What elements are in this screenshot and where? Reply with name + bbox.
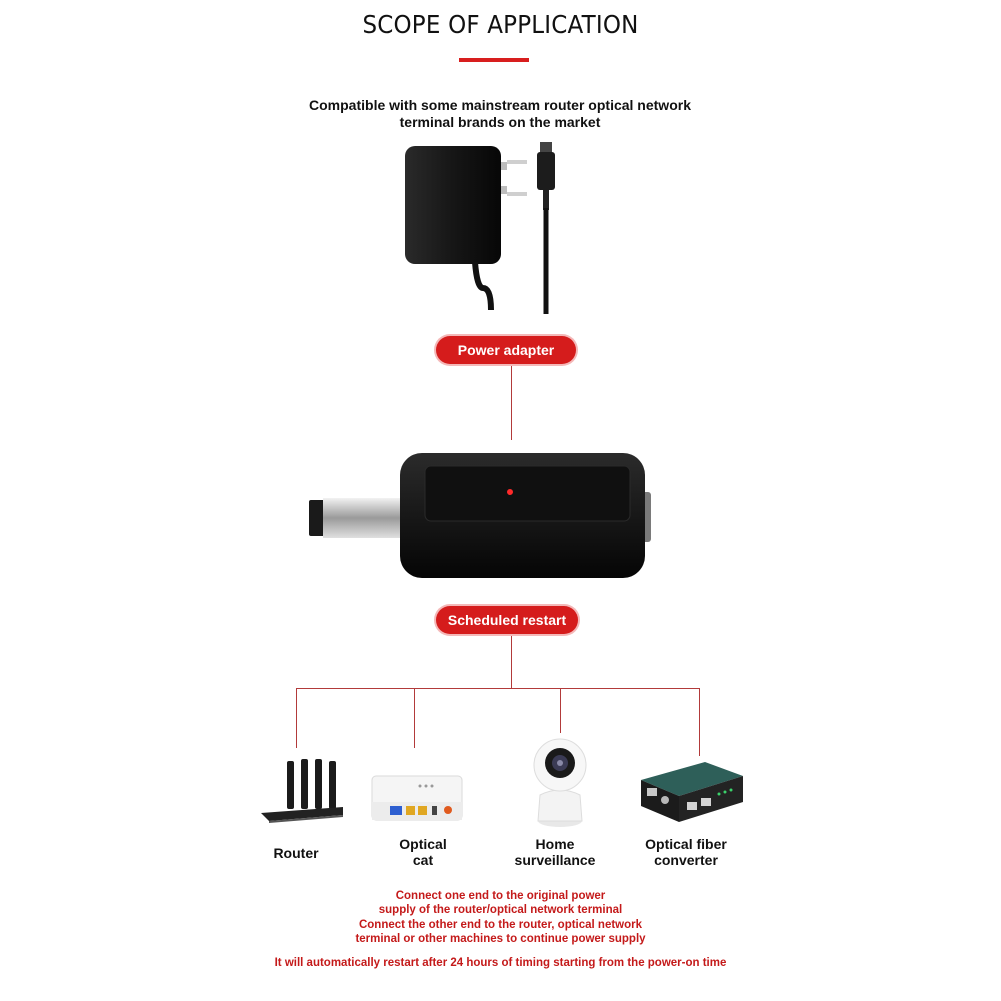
connector-line — [511, 366, 512, 440]
device-label-router: Router — [273, 845, 319, 861]
branch-drop-camera — [560, 688, 561, 733]
branch-drop-router — [296, 688, 297, 748]
camera-icon — [533, 738, 587, 827]
device-label-home-surveillance: Home surveillance — [514, 836, 596, 868]
connector-line — [511, 636, 512, 688]
timer-device-icon — [309, 453, 651, 578]
power-adapter-label: Power adapter — [436, 336, 576, 364]
device-label-fiber-converter: Optical fiber converter — [645, 836, 727, 868]
subtitle-line-1: Compatible with some mainstream router o… — [309, 97, 691, 113]
scheduled-restart-label: Scheduled restart — [436, 606, 578, 634]
fiber-converter-icon — [641, 762, 743, 822]
optical-cat-icon — [371, 775, 463, 821]
power-adapter-icon — [405, 142, 555, 314]
device-label-optical-cat: Optical cat — [399, 836, 447, 868]
branch-line — [296, 688, 700, 689]
note-connect-original: Connect one end to the original power su… — [378, 890, 623, 916]
note-connect-other-end: Connect the other end to the router, opt… — [355, 919, 646, 945]
branch-drop-converter — [699, 688, 700, 756]
title-underline — [459, 58, 529, 62]
compatibility-text: Compatible with some mainstream router o… — [250, 97, 750, 131]
page-title: SCOPE OF APPLICATION — [362, 10, 639, 39]
branch-drop-optical-cat — [414, 688, 415, 748]
router-icon — [261, 759, 343, 823]
subtitle-line-2: terminal brands on the market — [399, 114, 601, 130]
note-auto-restart: It will automatically restart after 24 h… — [274, 957, 727, 969]
